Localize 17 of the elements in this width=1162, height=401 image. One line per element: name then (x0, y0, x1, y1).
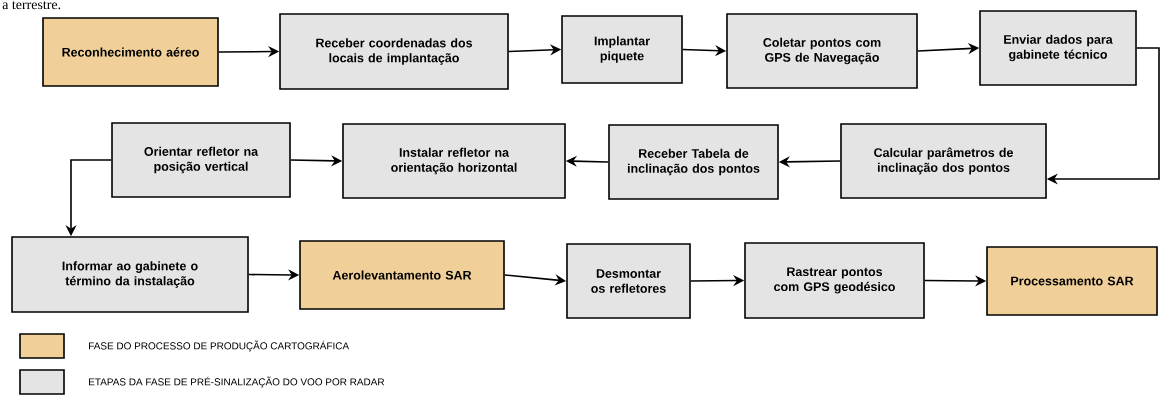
process-box: Informar ao gabinete o término da instalação (11, 236, 249, 313)
process-box: Desmontar os refletores (566, 243, 691, 319)
process-box: Receber coordenadas dos locais de implantação (279, 13, 509, 90)
process-box: Processamento SAR (986, 246, 1158, 316)
process-box: Implantar piquete (561, 15, 683, 84)
process-box: Receber Tabela de inclinação dos pontos (608, 124, 779, 200)
process-box: Instalar refletor na orientação horizontal (342, 123, 566, 199)
process-box: Coletar pontos com GPS de Navegação (726, 13, 918, 89)
process-box: Aerolevantamento SAR (299, 240, 505, 310)
process-box: Orientar refletor na posição vertical (111, 122, 291, 198)
process-box: Rastrear pontos com GPS geodésico (744, 242, 925, 319)
process-box: Calcular parâmetros de inclinação dos pontos (840, 123, 1047, 199)
process-box: Enviar dados para gabinete técnico (979, 10, 1137, 86)
legend-text: ETAPAS DA FASE DE PRÉ-SINALIZAÇÃO DO VOO POR RADAR (89, 376, 385, 388)
page-text: a terrestre. (2, 1, 61, 10)
legend-text: FASE DO PROCESSO DE PRODUÇÃO CARTOGRÁFICA (89, 340, 350, 352)
process-box: Reconhecimento aéreo (42, 17, 219, 87)
